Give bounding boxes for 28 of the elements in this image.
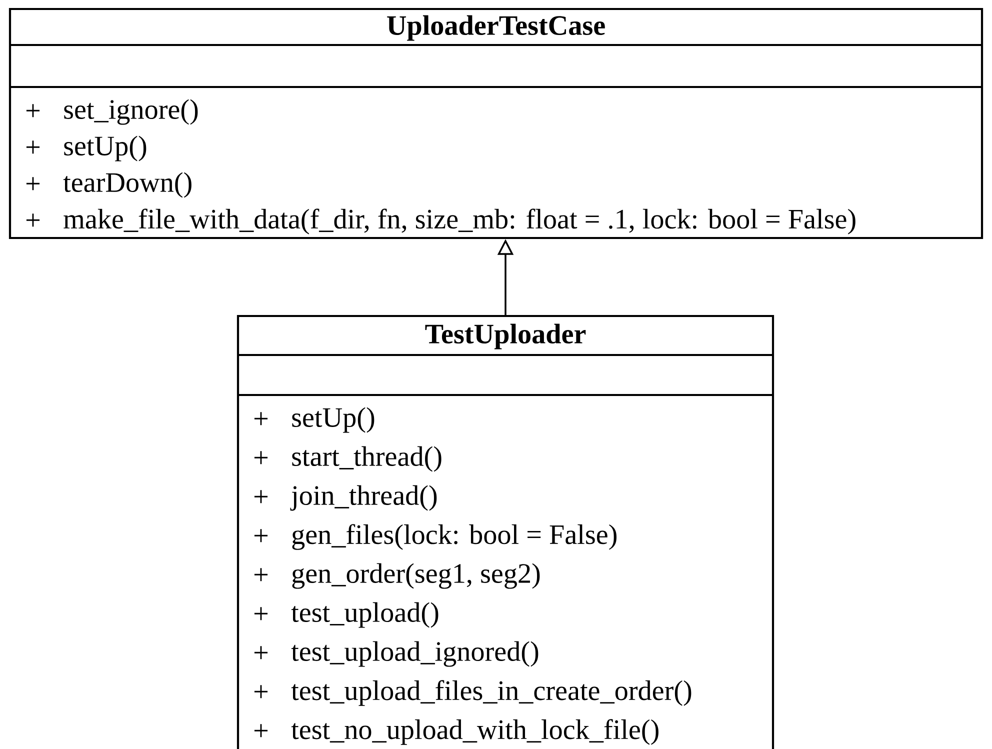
method-text: set_ignore() [64,99,198,125]
method-text: setUp() [64,136,146,162]
method-text: gen_order(seg1, seg2) [292,563,540,589]
class-name: UploaderTestCase [387,15,605,41]
method-text: test_upload() [291,602,438,628]
method-text: setUp() [292,407,374,433]
method-text: test_no_upload_with_lock_file() [291,719,658,745]
visibility-sign: + [254,490,268,504]
visibility-sign: + [254,646,268,660]
visibility-sign: + [254,685,268,698]
class-name: TestUploader [425,324,586,350]
method-text: join_thread() [290,485,437,511]
visibility-sign: + [26,140,40,154]
method-text: tearDown() [63,172,192,198]
method-text: test_upload_ignored() [291,641,538,667]
visibility-sign: + [254,451,268,464]
method-text: start_thread() [292,446,442,472]
visibility-sign: + [254,568,268,582]
visibility-sign: + [26,214,40,227]
visibility-sign: + [26,177,40,190]
method-text: gen_files(lock: bool = False) [292,524,616,550]
method-text: make_file_with_data(f_dir, fn, size_mb: float = .1, lock: bool = False) [64,208,856,234]
visibility-sign: + [254,412,268,426]
visibility-sign: + [254,529,268,542]
visibility-sign: + [254,607,268,620]
method-text: test_upload_files_in_create_order() [291,680,692,706]
visibility-sign: + [254,724,268,738]
visibility-sign: + [26,104,40,118]
